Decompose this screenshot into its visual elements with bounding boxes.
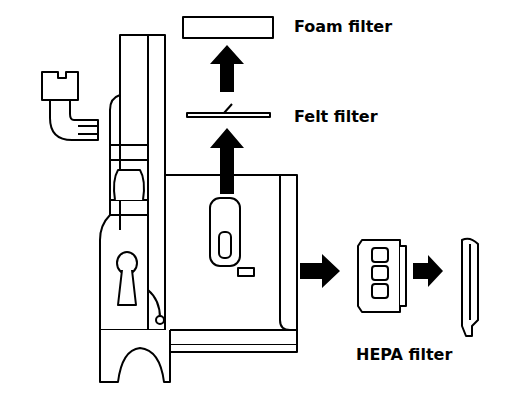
pipe-ring (78, 126, 98, 134)
felt-filter-shape (187, 113, 270, 117)
hepa-filter-frame (358, 240, 400, 312)
part-label: HEPA filter (356, 345, 452, 365)
hepa-cover (462, 239, 478, 336)
elbow-pipe (50, 100, 98, 140)
hepa-rim (400, 246, 406, 306)
arrow-right (413, 255, 443, 287)
arrow-up (210, 45, 244, 92)
canister-latch (210, 198, 240, 266)
cyclone-neck (114, 170, 144, 200)
hepa-cover-line (469, 244, 471, 320)
hepa-cell (372, 248, 388, 262)
arrow-right (300, 254, 340, 288)
felt-filter-tab (224, 104, 232, 113)
canister-mark (238, 268, 254, 276)
latch-slot (219, 232, 231, 258)
canister-base-line (170, 329, 297, 331)
arrow-up (210, 128, 244, 194)
part-label: Felt filter (294, 107, 378, 127)
part-label: Foam filter (294, 17, 392, 37)
tube-joint (156, 316, 164, 324)
wheel-arch (100, 330, 170, 382)
hepa-cell (372, 266, 388, 280)
tube-curve (148, 290, 160, 318)
foam-filter-shape (183, 17, 273, 38)
handle-block (42, 72, 78, 100)
tower-bands (110, 145, 148, 215)
canister-rear (280, 175, 290, 330)
tower-body (100, 35, 165, 330)
button-stem (118, 270, 136, 305)
base-plate (170, 345, 297, 352)
hepa-cell (372, 284, 388, 298)
canister-body (165, 175, 297, 345)
